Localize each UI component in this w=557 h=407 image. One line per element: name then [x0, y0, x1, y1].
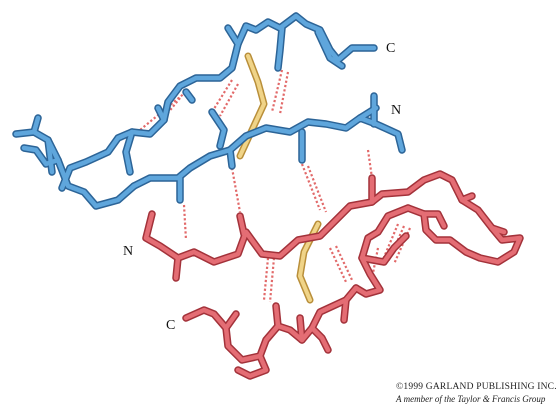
- red-c-terminus-label: C: [166, 318, 176, 333]
- blue-c-terminus-label: C: [386, 41, 396, 56]
- red-n-terminus-label: N: [123, 244, 134, 259]
- hbond: [268, 257, 276, 303]
- hbond: [278, 71, 290, 115]
- hbond: [211, 79, 233, 113]
- red-chain: [142, 170, 524, 380]
- publisher-member-line: A member of the Taylor & Francis Group: [396, 394, 546, 404]
- hbond: [335, 245, 353, 281]
- hbond: [262, 257, 270, 301]
- blue-n-terminus-label: N: [391, 103, 402, 118]
- hbond: [182, 204, 188, 241]
- hbond: [329, 247, 347, 283]
- hbond: [306, 165, 328, 213]
- hbond: [230, 167, 242, 213]
- hbond: [270, 69, 284, 113]
- hbond: [300, 163, 322, 211]
- blue-chain: [12, 12, 406, 210]
- hbond: [219, 83, 239, 117]
- copyright-line: ©1999 GARLAND PUBLISHING INC.: [396, 382, 557, 392]
- hbond: [366, 149, 374, 179]
